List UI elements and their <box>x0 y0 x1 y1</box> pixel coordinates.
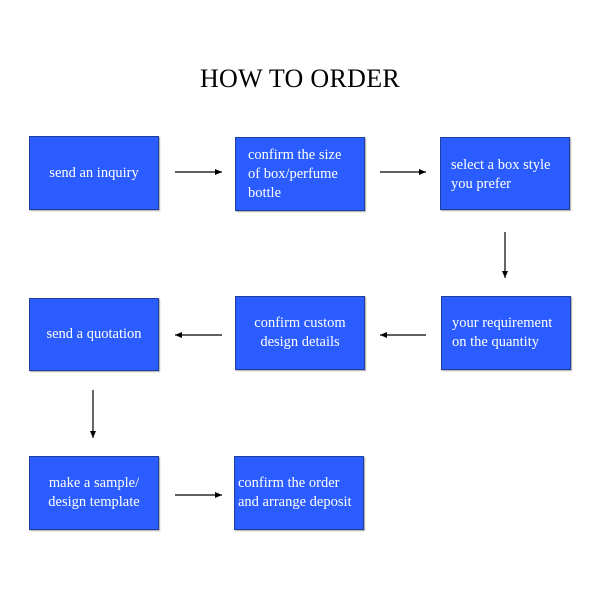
step-label: make a sample/ design template <box>48 475 140 510</box>
step-label: confirm the size of box/perfume bottle <box>248 146 342 201</box>
diagram-title: HOW TO ORDER <box>199 64 401 93</box>
step-label: send an inquiry <box>49 164 139 181</box>
step-confirm-size: confirm the size of box/perfume bottle <box>235 137 365 211</box>
step-confirm-order: confirm the order and arrange deposit <box>234 456 364 530</box>
step-make-sample: make a sample/ design template <box>29 456 159 530</box>
step-label: confirm the order and arrange deposit <box>238 475 352 510</box>
step-label: your requirement on the quantity <box>452 315 553 350</box>
step-label: select a box style you prefer <box>451 157 551 192</box>
step-label: send a quotation <box>46 326 142 342</box>
step-quantity-requirement: your requirement on the quantity <box>441 296 571 370</box>
step-label: confirm custom design details <box>254 315 346 350</box>
step-send-inquiry: send an inquiry <box>29 136 159 210</box>
step-select-box-style: select a box style you prefer <box>440 137 570 210</box>
step-confirm-custom-design: confirm custom design details <box>235 296 365 370</box>
step-send-quotation: send a quotation <box>29 298 159 371</box>
